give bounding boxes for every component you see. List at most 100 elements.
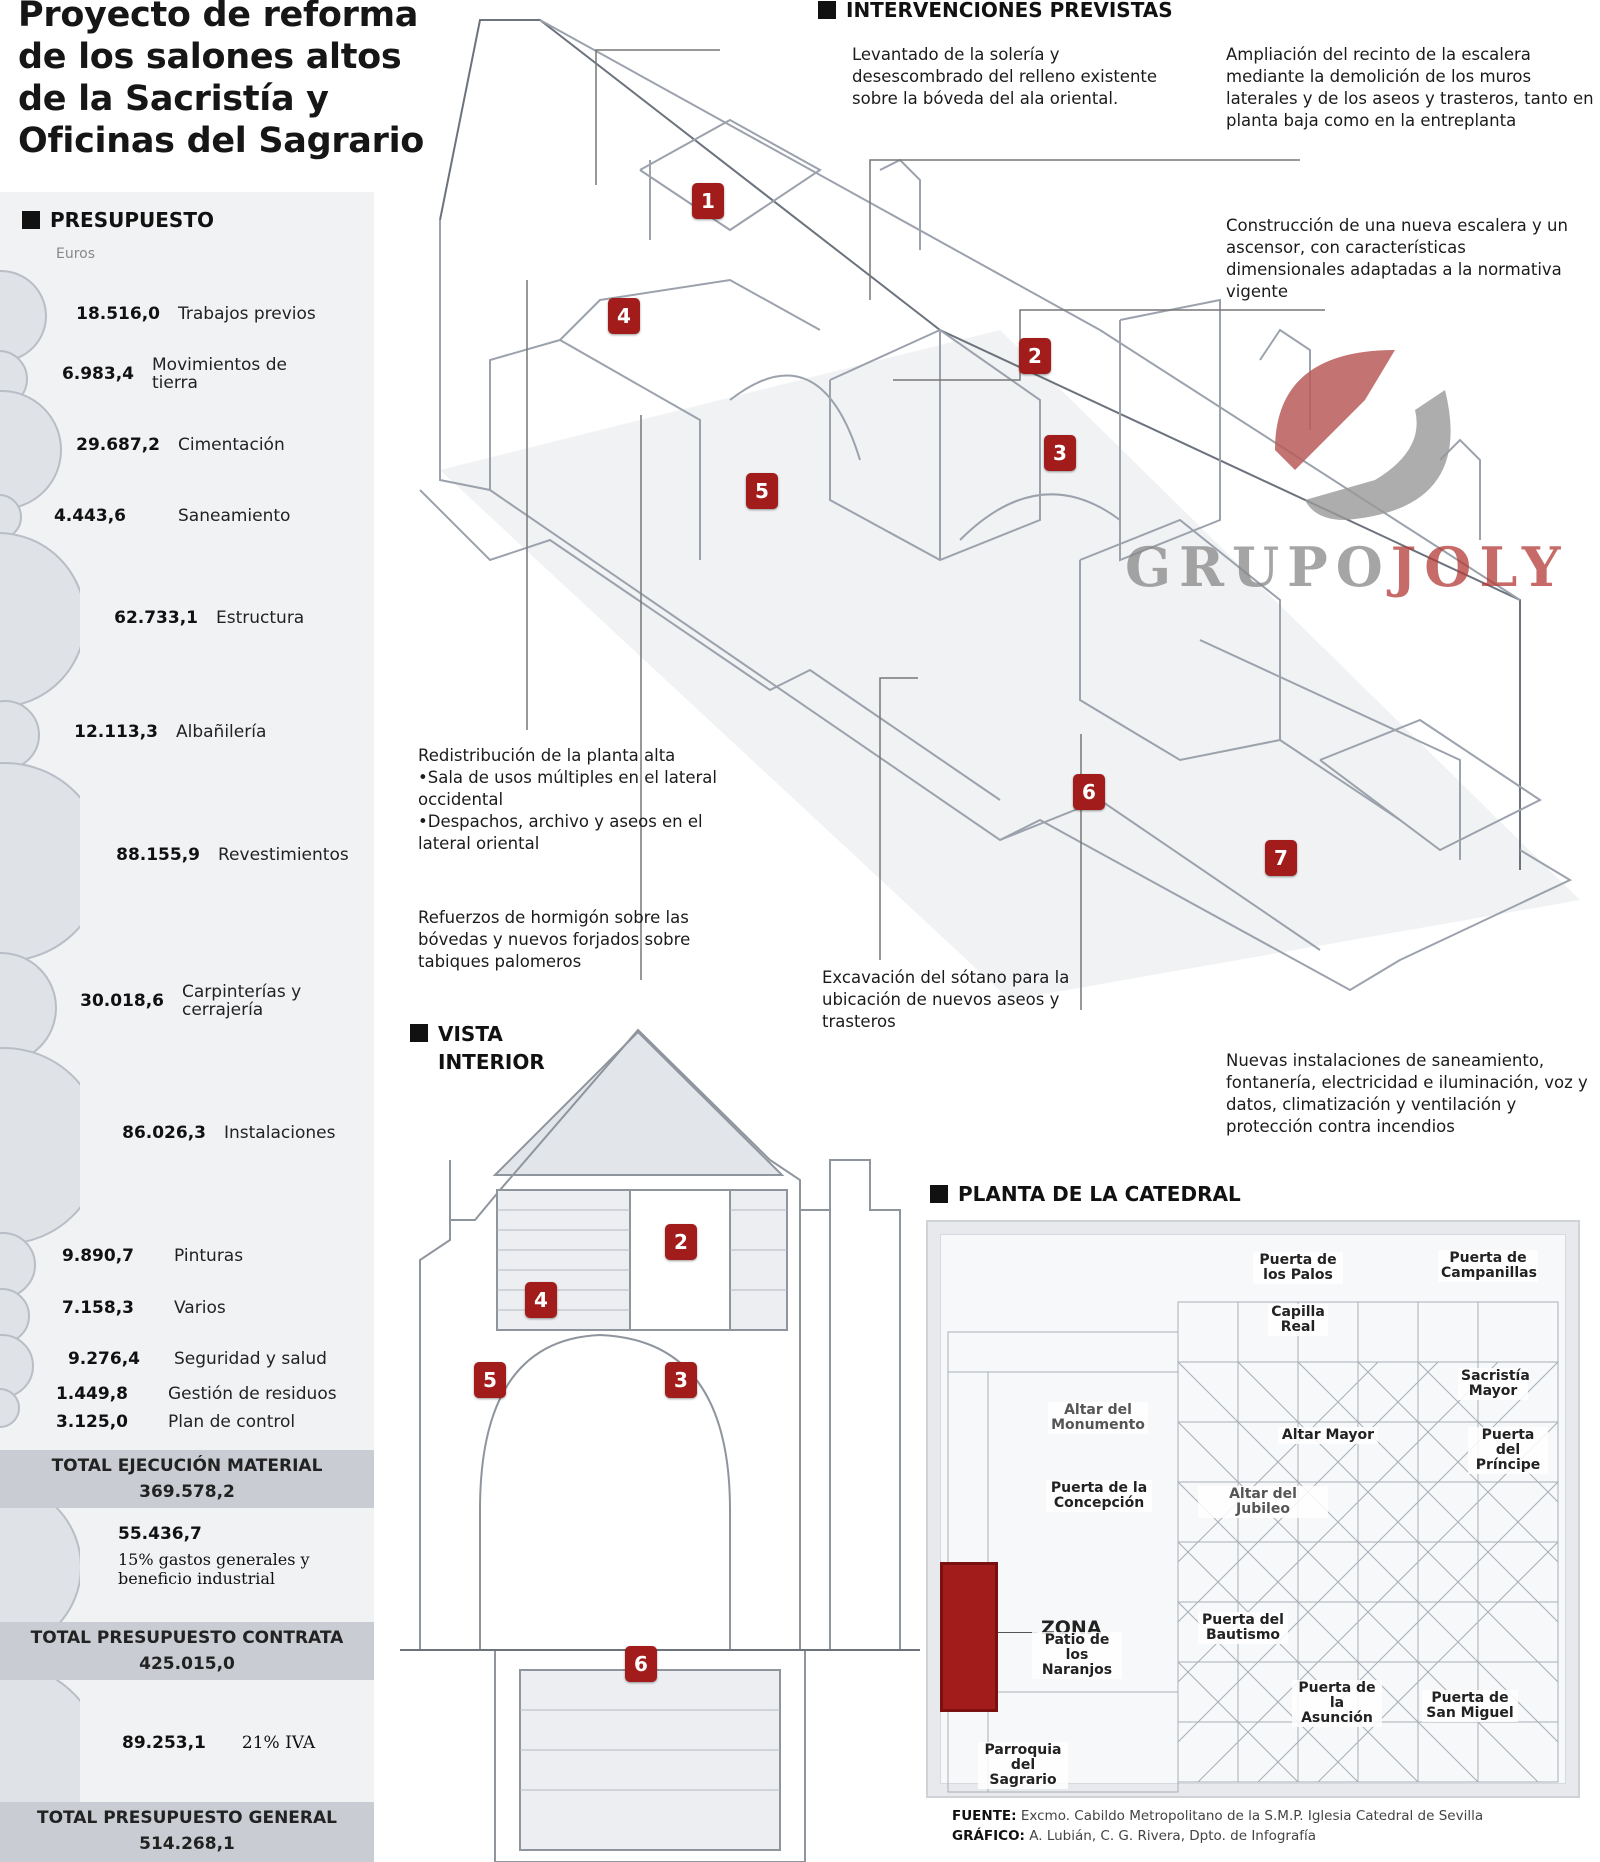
note-6: Excavación del sótano para la ubicación … [822, 968, 1070, 1031]
budget-label: Varios [174, 1298, 226, 1318]
marker-5: 5 [746, 473, 778, 509]
budget-row: 6.983,4 Movimientos de tierra [0, 356, 292, 392]
overhead-label: 15% gastos generales y beneficio industr… [118, 1550, 310, 1588]
budget-panel [0, 192, 374, 1862]
budget-label: Movimientos de tierra [152, 355, 287, 393]
budget-label: Estructura [216, 608, 305, 628]
budget-row: 12.113,3 Albañilería [8, 722, 266, 742]
iva-value: 89.253,1 [122, 1733, 206, 1753]
budget-row: 9.890,7 Pinturas [0, 1246, 243, 1266]
budget-label: Trabajos previos [178, 304, 316, 324]
page-title: Proyecto de reforma de los salones altos… [18, 0, 425, 161]
budget-label: Plan de control [168, 1412, 296, 1432]
label-parroquia-sagrario: Parroquia del Sagrario [978, 1742, 1068, 1789]
total-contrata-value: 425.015,0 [139, 1654, 235, 1674]
source-text: Excmo. Cabildo Metropolitano de la S.M.P… [1020, 1808, 1484, 1824]
marker-6: 6 [1073, 774, 1105, 810]
budget-value: 62.733,1 [114, 608, 198, 628]
note-4-bullet: •Despachos, archivo y aseos en el latera… [418, 812, 703, 853]
budget-label: Carpinterías y cerrajería [182, 982, 302, 1020]
overhead-block: 55.436,7 15% gastos generales y benefici… [118, 1524, 368, 1589]
total-general-label: TOTAL PRESUPUESTO GENERAL [36, 1808, 337, 1828]
label-puerta-concepcion: Puerta de la Concepción [1046, 1480, 1152, 1512]
section-square-icon [818, 1, 836, 19]
budget-value: 7.158,3 [61, 1298, 134, 1318]
label-puerta-san-miguel: Puerta de San Miguel [1422, 1690, 1518, 1722]
marker-1: 1 [692, 183, 724, 219]
interior-marker-3: 3 [665, 1362, 697, 1398]
note-2: Ampliación del recinto de la escalera me… [1226, 45, 1594, 130]
budget-row: 88.155,9 Revestimientos [50, 845, 349, 865]
total-general-value: 514.268,1 [139, 1834, 235, 1854]
label-puerta-campanillas: Puerta de Campanillas [1438, 1250, 1538, 1282]
budget-value: 18.516,0 [76, 304, 160, 324]
budget-row: 29.687,2 Cimentación [10, 435, 285, 455]
interior-heading-line: VISTA [438, 1022, 503, 1046]
interior-heading-line: INTERIOR [438, 1050, 545, 1074]
budget-row: 4.443,6 Saneamiento [0, 506, 291, 526]
budget-value: 29.687,2 [76, 435, 160, 455]
overhead-value: 55.436,7 [118, 1524, 202, 1544]
budget-heading-text: PRESUPUESTO [50, 208, 214, 232]
iva-label: 21% IVA [241, 1733, 316, 1753]
cathedral-plan-heading-text: PLANTA DE LA CATEDRAL [958, 1182, 1241, 1206]
note-1: Levantado de la solería y desescombrado … [852, 45, 1158, 108]
budget-value: 3.125,0 [55, 1412, 128, 1432]
total-contrata-bar: TOTAL PRESUPUESTO CONTRATA 425.015,0 [0, 1622, 374, 1680]
interior-marker-4: 4 [525, 1282, 557, 1318]
section-square-icon [410, 1024, 428, 1042]
budget-units: Euros [56, 246, 96, 262]
budget-label: Saneamiento [178, 506, 291, 526]
interventions-heading: INTERVENCIONES PREVISTAS [818, 0, 1173, 22]
graphic-label: GRÁFICO: [952, 1828, 1025, 1844]
cathedral-plan-map: ZONA Puerta de los Palos Puerta de Campa… [926, 1220, 1580, 1798]
budget-label: Cimentación [178, 435, 285, 455]
budget-label: Revestimientos [218, 845, 349, 865]
budget-label: Seguridad y salud [174, 1349, 327, 1369]
budget-value: 9.890,7 [61, 1246, 134, 1266]
note-5: Refuerzos de hormigón sobre las bóvedas … [418, 908, 691, 971]
budget-row: 9.276,4 Seguridad y salud [0, 1349, 327, 1369]
graphic-line: GRÁFICO: A. Lubián, C. G. Rivera, Dpto. … [952, 1826, 1483, 1846]
zona-leader [998, 1632, 1038, 1633]
interventions-heading-text: INTERVENCIONES PREVISTAS [846, 0, 1173, 22]
note-4: Redistribución de la planta alta •Sala d… [418, 745, 758, 855]
note-3: Construcción de una nueva escalera y un … [1226, 216, 1568, 301]
budget-value: 6.983,4 [61, 364, 134, 384]
budget-value: 88.155,9 [116, 845, 200, 865]
label-altar-monumento: Altar del Monumento [1048, 1402, 1148, 1434]
marker-4: 4 [608, 298, 640, 334]
label-puerta-principe: Puerta del Príncipe [1468, 1427, 1548, 1474]
label-puerta-bautismo: Puerta del Bautismo [1198, 1612, 1288, 1644]
label-sacristia-mayor: Sacristía Mayor [1458, 1368, 1530, 1400]
cathedral-plan-heading: PLANTA DE LA CATEDRAL [930, 1182, 1241, 1206]
source-line: FUENTE: Excmo. Cabildo Metropolitano de … [952, 1806, 1483, 1826]
credits: FUENTE: Excmo. Cabildo Metropolitano de … [952, 1806, 1483, 1846]
watermark-joly: JOLY [1390, 535, 1569, 599]
budget-bubbles [0, 192, 80, 1862]
note-4-title: Redistribución de la planta alta [418, 746, 676, 765]
budget-row: 62.733,1 Estructura [48, 608, 304, 628]
label-puerta-palos: Puerta de los Palos [1253, 1252, 1343, 1284]
source-label: FUENTE: [952, 1808, 1017, 1824]
bubble [0, 1047, 80, 1245]
label-puerta-asuncion: Puerta de la Asunción [1292, 1680, 1382, 1727]
budget-value: 12.113,3 [74, 722, 158, 742]
budget-value: 4.443,6 [53, 506, 126, 526]
budget-row: 18.516,0 Trabajos previos [10, 304, 316, 324]
budget-row: 3.125,0 Plan de control [0, 1412, 295, 1432]
label-altar-mayor: Altar Mayor [1278, 1427, 1378, 1444]
total-material-label: TOTAL EJECUCIÓN MATERIAL [51, 1456, 323, 1476]
grupo-joly-logo-icon [1275, 350, 1451, 520]
label-patio-naranjos: Patio de los Naranjos [1032, 1632, 1122, 1679]
total-material-value: 369.578,2 [139, 1482, 235, 1502]
section-square-icon [930, 1185, 948, 1203]
total-general-bar: TOTAL PRESUPUESTO GENERAL 514.268,1 [0, 1802, 374, 1862]
budget-label: Gestión de residuos [168, 1384, 337, 1404]
budget-label: Pinturas [174, 1246, 244, 1266]
budget-value: 9.276,4 [67, 1349, 140, 1369]
budget-label: Albañilería [176, 722, 267, 742]
budget-value: 1.449,8 [55, 1384, 128, 1404]
